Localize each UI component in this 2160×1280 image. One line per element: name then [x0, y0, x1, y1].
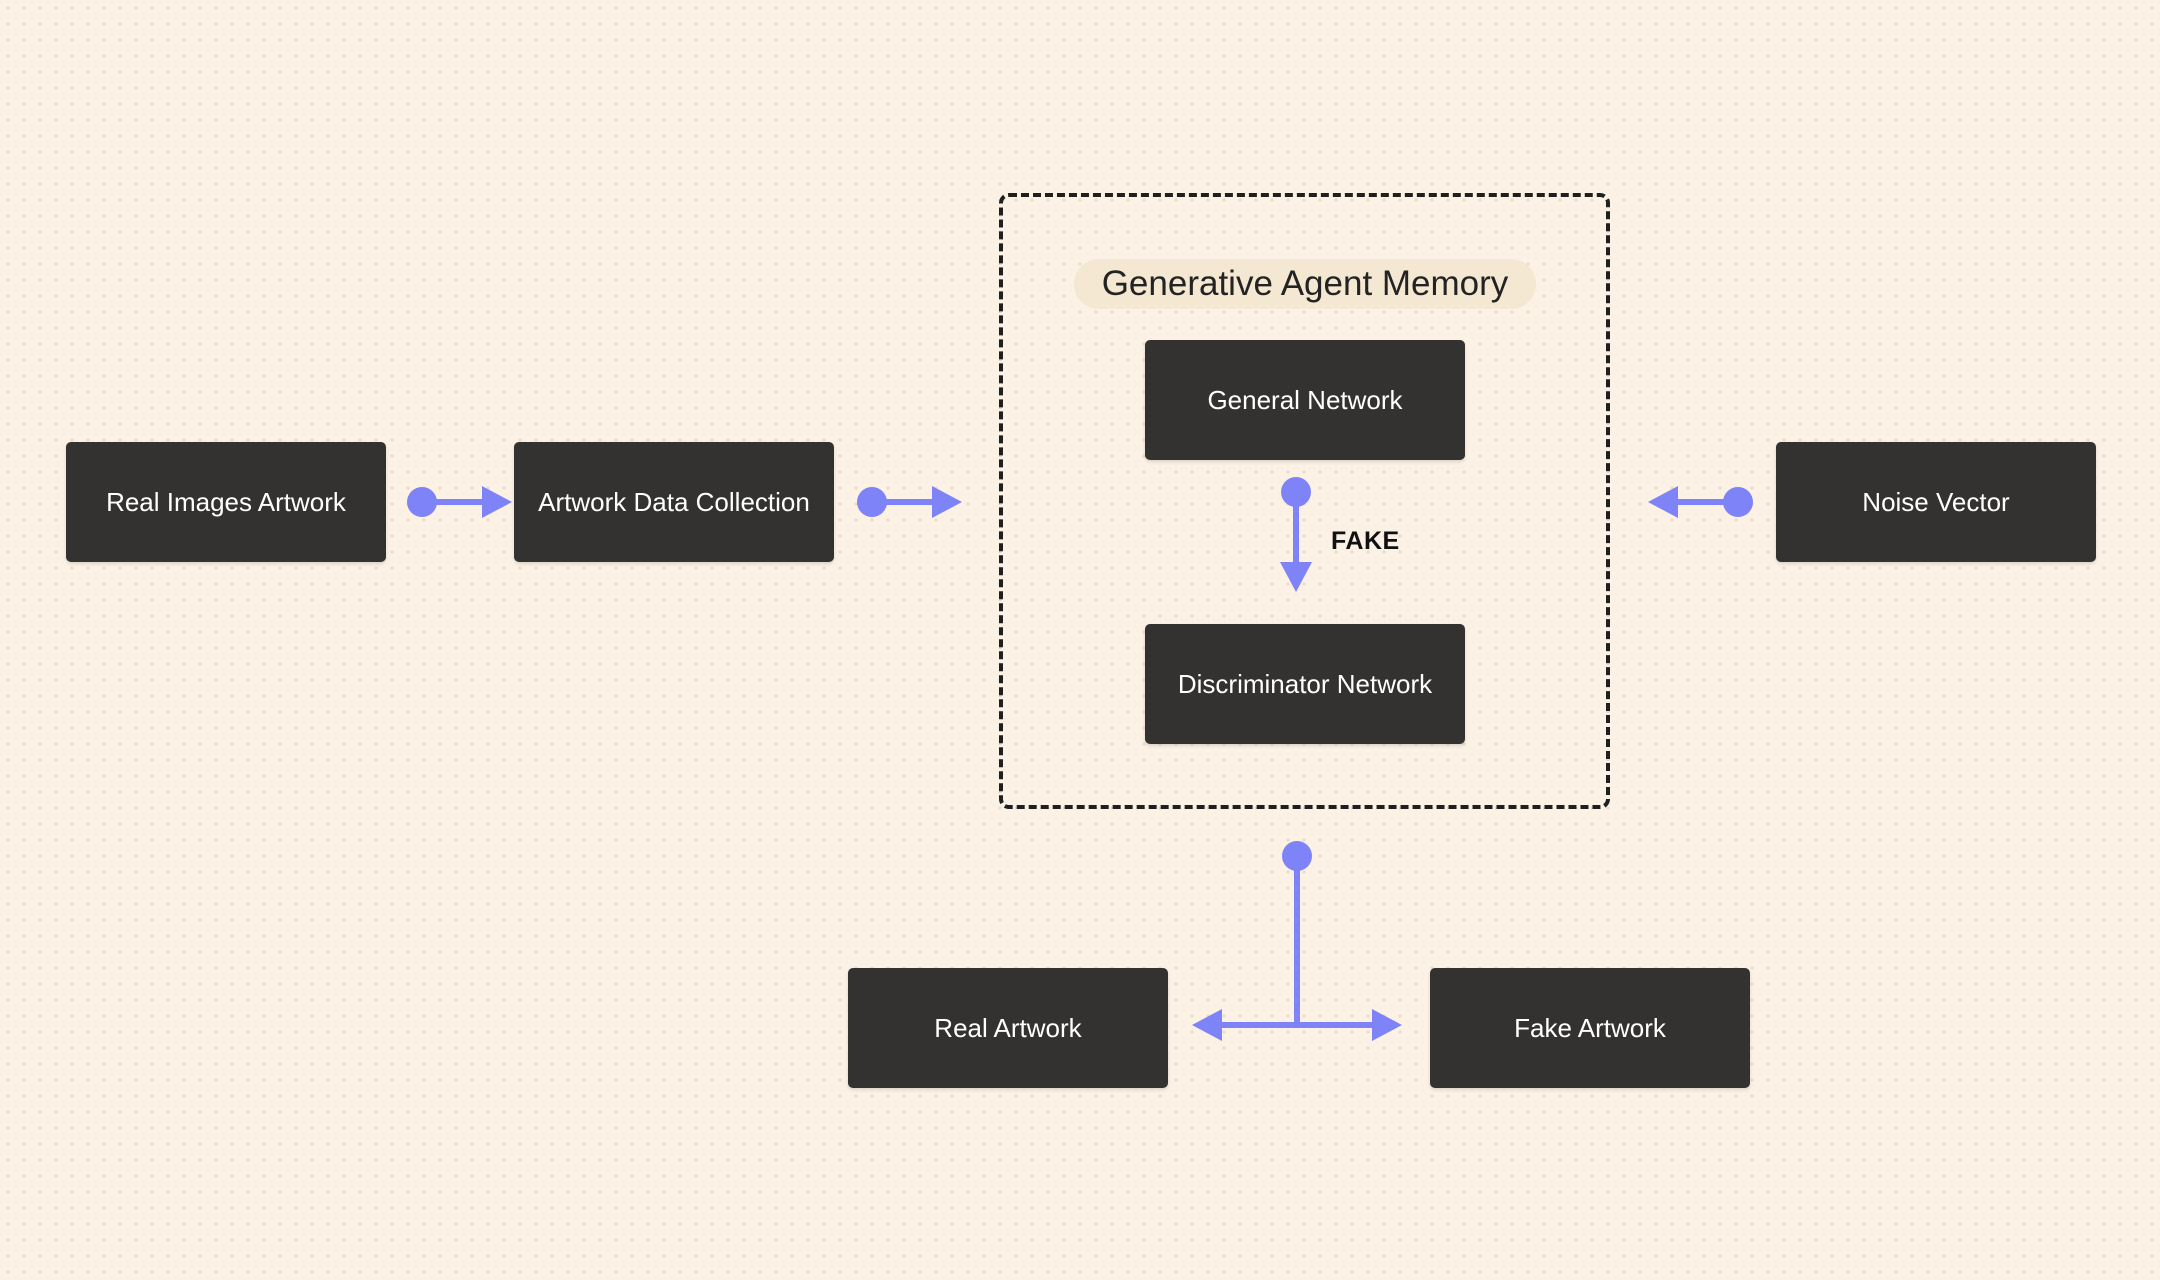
edge-noise-vector-to-memory: [1648, 486, 1753, 518]
node-general-network[interactable]: General Network: [1145, 340, 1465, 460]
edge-label-fake: FAKE: [1331, 527, 1400, 555]
node-fake-artwork[interactable]: Fake Artwork: [1430, 968, 1750, 1088]
node-noise-vector[interactable]: Noise Vector: [1776, 442, 2096, 562]
node-artwork-data-collection[interactable]: Artwork Data Collection: [514, 442, 834, 562]
group-title: Generative Agent Memory: [1074, 259, 1536, 309]
node-real-artwork[interactable]: Real Artwork: [848, 968, 1168, 1088]
edge-real-images-to-data-collection: [407, 486, 512, 518]
node-discriminator-network[interactable]: Discriminator Network: [1145, 624, 1465, 744]
node-real-images-artwork[interactable]: Real Images Artwork: [66, 442, 386, 562]
edge-memory-to-outputs: [1192, 841, 1402, 1041]
generative-agent-memory-group: [999, 193, 1610, 809]
edge-general-to-discriminator: [1280, 477, 1312, 592]
edge-data-collection-to-memory: [857, 486, 962, 518]
